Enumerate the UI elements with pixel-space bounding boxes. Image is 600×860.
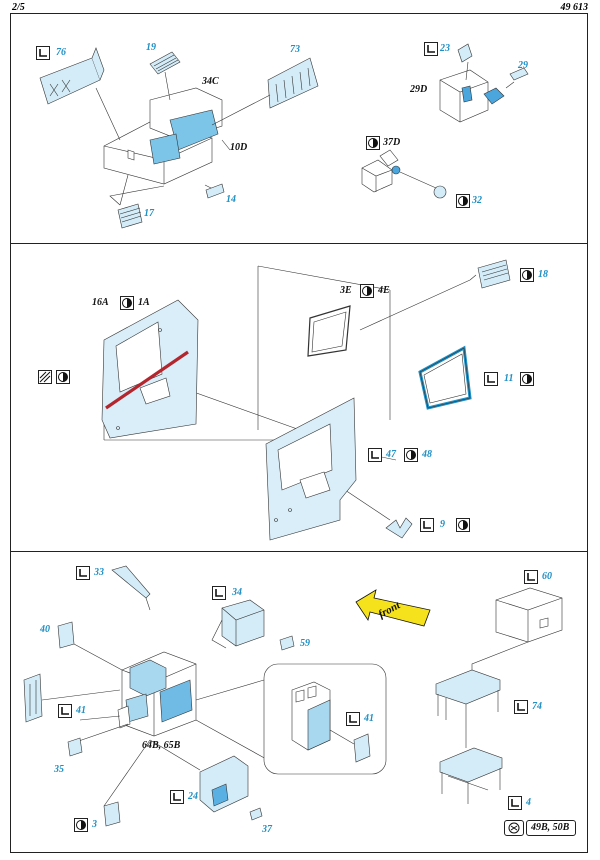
bend-icon	[484, 372, 498, 386]
part-number-73: 73	[290, 44, 300, 55]
cutout-icon	[504, 820, 524, 836]
round-bend-icon	[120, 296, 134, 310]
round-bend-icon	[74, 818, 88, 832]
part-29d-assembly	[439, 43, 529, 123]
part-74	[435, 669, 501, 728]
part-number-40: 40	[40, 624, 50, 635]
kit-part-29d: 29D	[410, 84, 428, 95]
bend-icon	[514, 700, 528, 714]
round-bend-icon	[520, 372, 534, 386]
bend-icon	[212, 586, 226, 600]
catalog-code: 49 613	[560, 2, 589, 13]
round-bend-icon	[360, 284, 374, 298]
part-73	[267, 57, 319, 109]
bend-icon	[368, 448, 382, 462]
part-37d-assembly	[361, 149, 447, 199]
door-panel-16a	[101, 299, 199, 439]
part-number-59: 59	[300, 638, 310, 649]
part-17	[117, 203, 143, 229]
kit-part-34c: 34C	[202, 76, 219, 87]
part-41	[23, 673, 43, 723]
section-divider-2	[10, 551, 588, 552]
part-number-74: 74	[532, 701, 542, 712]
part-60	[495, 587, 563, 643]
kit-part-37d: 37D	[383, 137, 401, 148]
bend-icon	[424, 42, 438, 56]
part-number-19: 19	[146, 42, 156, 53]
bend-icon	[524, 570, 538, 584]
part-19	[149, 51, 181, 75]
kit-part-49b-50b: 49B, 50B	[531, 822, 570, 833]
part-18	[477, 259, 511, 289]
round-bend-icon	[366, 136, 380, 150]
kit-part-10d: 10D	[230, 142, 248, 153]
part-34	[211, 599, 265, 649]
part-number-34: 34	[232, 587, 242, 598]
part-number-41-left: 41	[76, 705, 86, 716]
round-bend-icon	[56, 370, 70, 384]
part-number-4: 4	[526, 797, 531, 808]
seat-assembly-64b	[117, 651, 197, 737]
part-number-29: 29	[518, 60, 528, 71]
part-9	[385, 517, 413, 539]
reference-box	[526, 820, 576, 836]
front-arrow	[355, 589, 431, 627]
part-number-18: 18	[538, 269, 548, 280]
bend-icon	[76, 566, 90, 580]
instruction-frame	[10, 13, 588, 853]
part-14	[205, 183, 225, 199]
part-3	[103, 801, 121, 827]
part-number-37: 37	[262, 824, 272, 835]
page-number: 2/5	[12, 2, 25, 13]
kit-part-3e: 3E	[340, 285, 352, 296]
part-37	[249, 807, 263, 821]
bend-icon	[508, 796, 522, 810]
part-number-3: 3	[92, 819, 97, 830]
part-33	[111, 565, 151, 599]
part-number-9: 9	[440, 519, 445, 530]
bend-icon	[36, 46, 50, 60]
round-bend-icon	[404, 448, 418, 462]
part-number-41-inset: 41	[364, 713, 374, 724]
part-number-11: 11	[504, 373, 514, 384]
part-59	[279, 635, 295, 651]
part-24	[199, 755, 249, 813]
bend-icon	[58, 704, 72, 718]
section-divider-1	[10, 243, 588, 244]
part-number-47: 47	[386, 449, 396, 460]
part-number-14: 14	[226, 194, 236, 205]
kit-part-1a: 1A	[138, 297, 150, 308]
part-number-60: 60	[542, 571, 552, 582]
bend-icon	[170, 790, 184, 804]
part-76	[39, 47, 105, 105]
hatched-part-icon	[38, 370, 52, 384]
part-number-24: 24	[188, 791, 198, 802]
part-number-76: 76	[56, 47, 66, 58]
part-number-48: 48	[422, 449, 432, 460]
inset-seat	[291, 681, 371, 763]
part-35	[67, 737, 83, 757]
part-number-35: 35	[54, 764, 64, 775]
round-bend-icon	[456, 194, 470, 208]
kit-part-16a: 16A	[92, 297, 109, 308]
part-40	[57, 621, 75, 649]
bend-icon	[346, 712, 360, 726]
kit-part-64b-65b: 64B, 65B	[142, 740, 181, 751]
part-34c-assembly	[103, 87, 223, 185]
part-number-32: 32	[472, 195, 482, 206]
bend-icon	[420, 518, 434, 532]
part-4	[439, 747, 503, 804]
kit-part-4e: 4E	[378, 285, 390, 296]
round-bend-icon	[520, 268, 534, 282]
part-number-17: 17	[144, 208, 154, 219]
round-bend-icon	[456, 518, 470, 532]
part-number-23: 23	[440, 43, 450, 54]
part-number-33: 33	[94, 567, 104, 578]
door-panel-47	[265, 397, 357, 541]
